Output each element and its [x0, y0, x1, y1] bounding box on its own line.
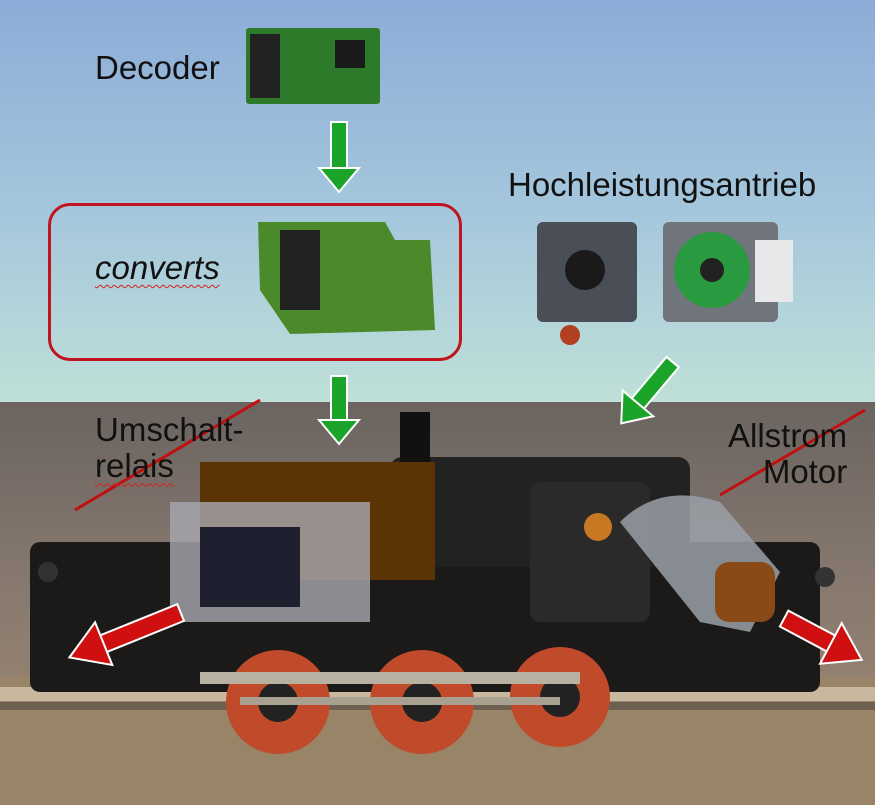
relay-strikethrough — [74, 398, 261, 512]
converts-label: converts — [95, 249, 220, 286]
green-arrow-diagonal — [620, 355, 681, 425]
relay-label-line2: relais — [95, 447, 174, 485]
motor-label-line2: Motor — [762, 453, 848, 491]
motor-images — [537, 222, 793, 345]
sky-background — [0, 0, 875, 402]
converts-board-image — [258, 222, 435, 334]
relay-label: Umschalt- relais — [95, 411, 244, 485]
motor-label-line1: Allstrom — [728, 417, 848, 454]
red-arrow-left — [67, 602, 186, 667]
motor-label: Allstrom Motor — [728, 417, 848, 491]
green-arrow-down-2 — [316, 375, 362, 446]
red-arrow-right — [778, 609, 864, 665]
drive-label: Hochleistungsantrieb — [508, 166, 817, 203]
decoder-label: Decoder — [95, 49, 220, 86]
green-arrow-down-1 — [316, 121, 362, 194]
motor-strikethrough — [719, 408, 866, 497]
converts-frame — [48, 203, 462, 361]
decoder-board-image — [246, 28, 380, 104]
relay-label-line1: Umschalt- — [95, 411, 244, 448]
